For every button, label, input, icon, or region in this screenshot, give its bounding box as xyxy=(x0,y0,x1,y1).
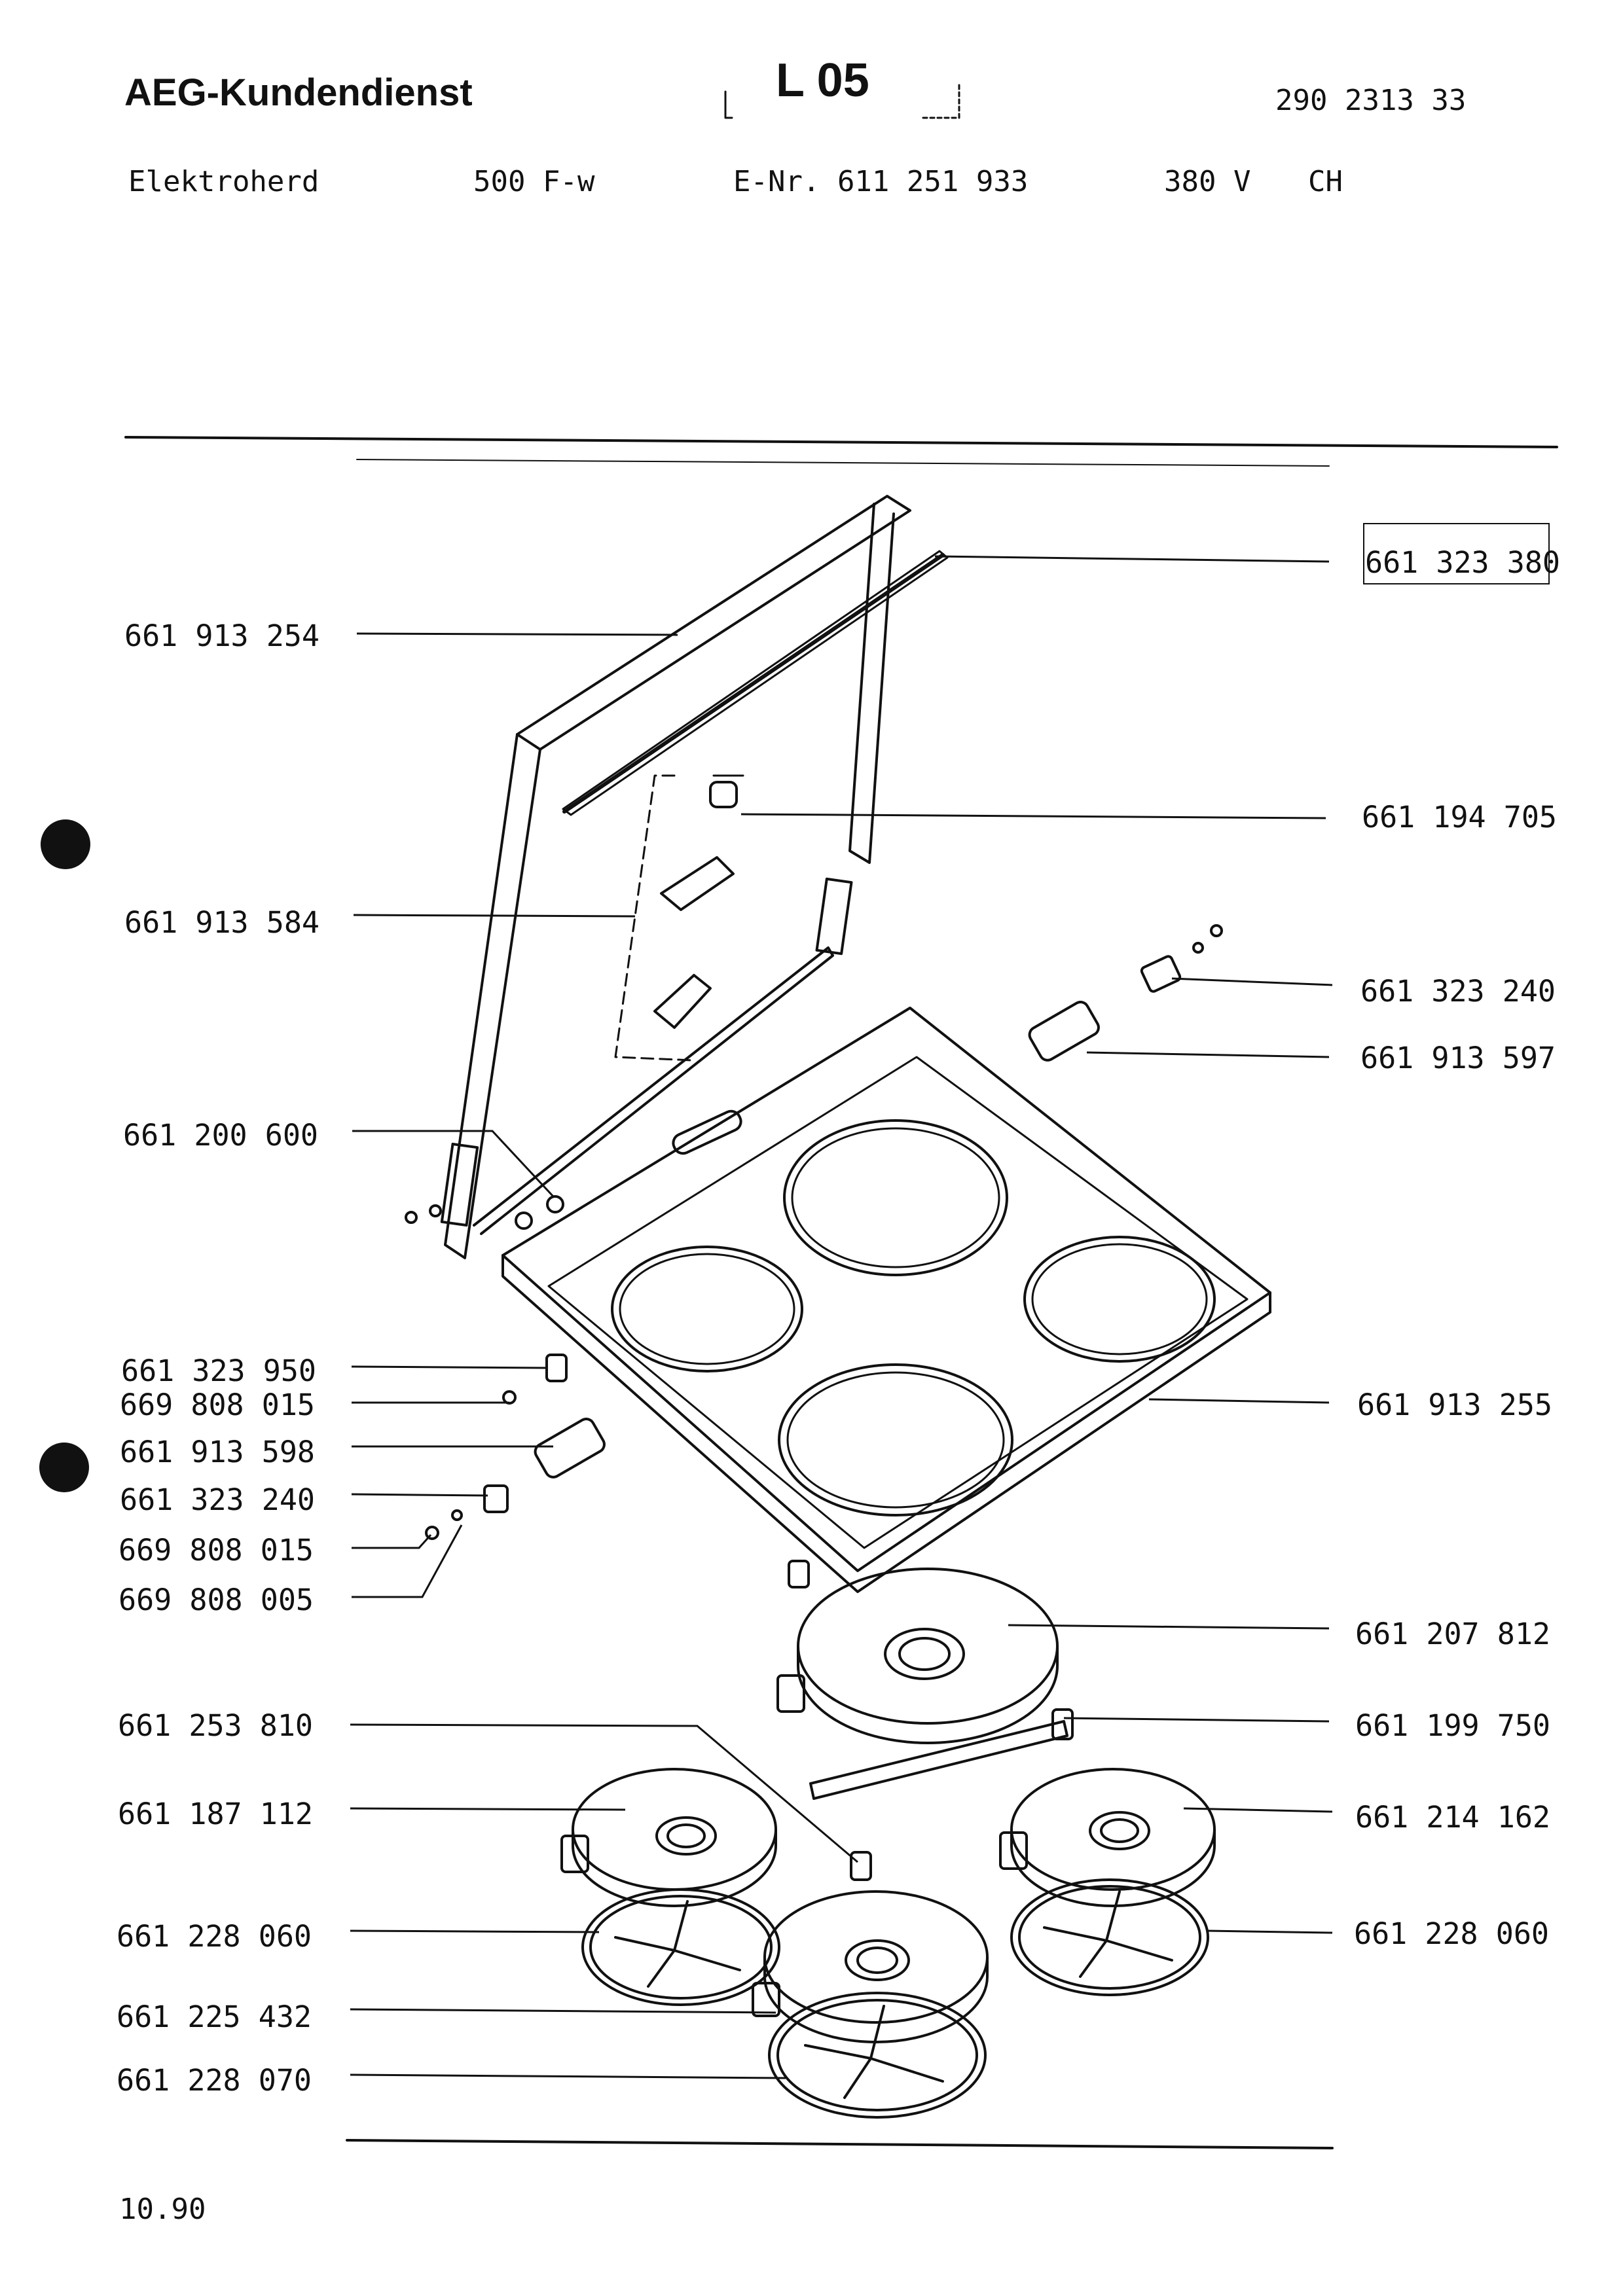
part-number-label: 661 913 598 xyxy=(120,1435,316,1469)
part-number-label: 669 808 015 xyxy=(119,1533,314,1568)
part-number-label: 661 207 812 xyxy=(1355,1617,1551,1651)
product-name: Elektroherd xyxy=(128,165,319,198)
voltage: 380 V xyxy=(1164,165,1251,198)
part-number-label: 661 228 070 xyxy=(117,2063,312,2098)
part-number-label: 669 808 015 xyxy=(120,1388,316,1422)
part-number-label: 661 200 600 xyxy=(123,1118,319,1153)
section-code: L 05 xyxy=(776,54,869,107)
part-number-label: 661 194 705 xyxy=(1362,800,1558,834)
part-number-label: 661 323 950 xyxy=(121,1354,317,1388)
large-burner xyxy=(776,1568,1074,1744)
part-number-label: 661 913 254 xyxy=(124,619,320,653)
part-number-label: 661 228 060 xyxy=(1354,1916,1550,1951)
part-number-label: 661 253 810 xyxy=(118,1708,314,1743)
part-number-label: 661 323 240 xyxy=(120,1482,316,1517)
hob-plate xyxy=(501,1007,1271,1593)
part-number-label: 661 323 240 xyxy=(1360,974,1556,1009)
right-burner xyxy=(999,1768,1216,1996)
part-number-label: 661 214 162 xyxy=(1355,1800,1551,1835)
e-number: E-Nr. 611 251 933 xyxy=(733,165,1029,198)
left-burner xyxy=(560,1768,780,2006)
model-number: 500 F-w xyxy=(473,165,595,198)
country-code: CH xyxy=(1308,165,1343,198)
lid-frame xyxy=(440,495,949,1259)
part-number-label: 661 913 597 xyxy=(1360,1041,1556,1075)
document-number: 290 2313 33 xyxy=(1275,84,1467,117)
part-number-label: 661 323 380 xyxy=(1365,545,1561,580)
brand-title: AEG-Kundendienst xyxy=(124,71,473,114)
part-number-label: 661 228 060 xyxy=(117,1919,312,1954)
part-number-label: 661 913 255 xyxy=(1357,1388,1553,1422)
part-number-label: 661 187 112 xyxy=(118,1797,314,1831)
revision-date: 10.90 xyxy=(119,2193,206,2226)
part-number-label: 661 199 750 xyxy=(1355,1708,1551,1743)
punch-hole-top xyxy=(41,819,90,869)
punch-hole-bottom xyxy=(39,1443,89,1492)
top-rule xyxy=(124,436,1558,448)
part-number-label: 669 808 005 xyxy=(119,1583,314,1617)
part-number-label: 661 225 432 xyxy=(117,2000,312,2034)
front-burner xyxy=(752,1890,989,2119)
bottom-rule xyxy=(346,2139,1334,2149)
part-number-label: 661 913 584 xyxy=(124,905,320,940)
